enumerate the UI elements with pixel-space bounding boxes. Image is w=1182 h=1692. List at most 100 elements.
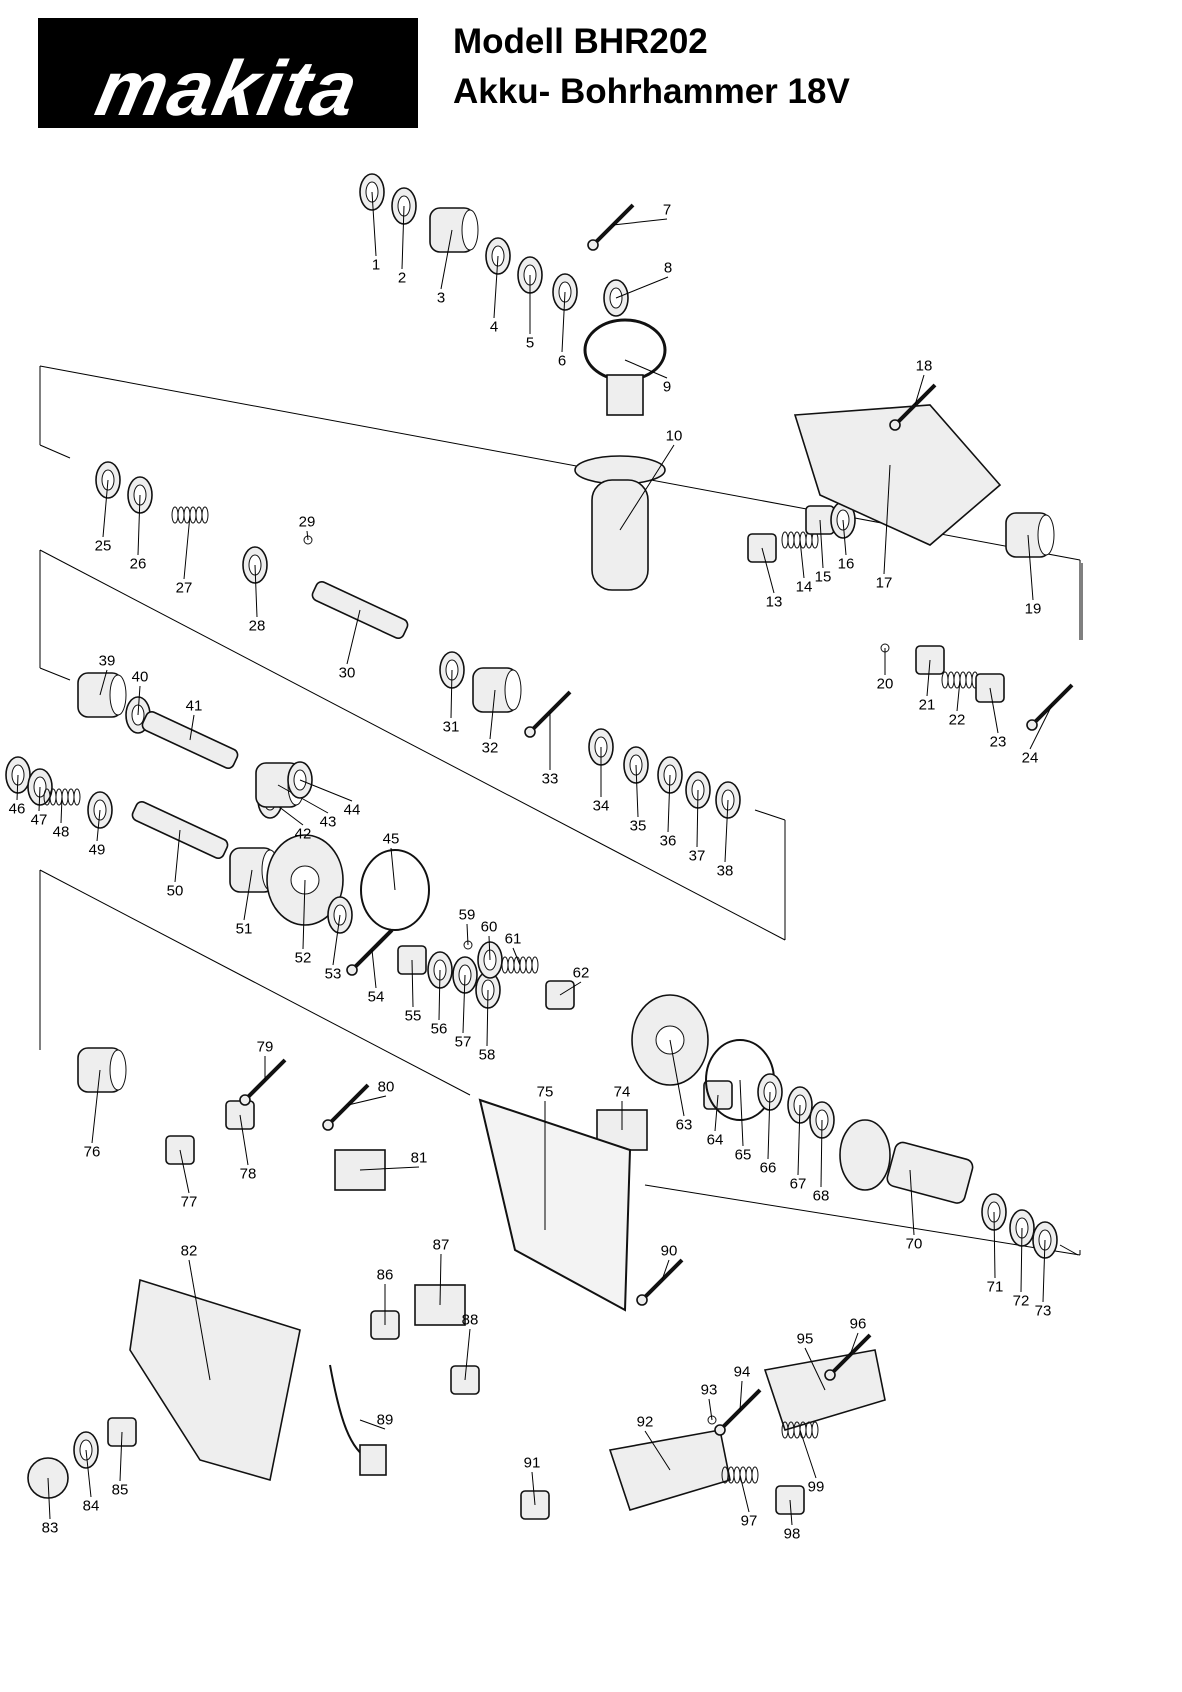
part-number-label: 16 (837, 555, 855, 573)
leader-line (883, 464, 891, 575)
part-90-shape (636, 1294, 648, 1306)
part-number-label: 53 (324, 965, 342, 983)
part-number-label: 96 (849, 1315, 867, 1333)
part-number-label: 30 (338, 664, 356, 682)
part-73 (1032, 1221, 1058, 1303)
part-number-label: 7 (662, 201, 672, 219)
part-66 (757, 1073, 783, 1160)
part-number-label: 20 (876, 675, 894, 693)
part-48-shape (61, 788, 69, 806)
part-number-label: 50 (166, 882, 184, 900)
part-48-shape (67, 788, 75, 806)
part-22-shape (965, 671, 973, 689)
leader-line (696, 789, 699, 848)
leader-line (450, 669, 453, 719)
leader-line (559, 981, 582, 996)
part-29 (303, 530, 313, 545)
part-39-shape (109, 674, 127, 716)
part-71 (981, 1193, 1007, 1279)
part-number-label: 8 (663, 259, 673, 277)
part-48-shape (49, 788, 57, 806)
leader-line (767, 1091, 771, 1160)
part-14-shape (793, 531, 801, 549)
part-39 (77, 669, 127, 718)
leader-line (137, 494, 141, 556)
part-87 (414, 1253, 466, 1326)
leader-line (804, 1347, 826, 1391)
part-45-shape (360, 849, 430, 931)
part-18 (889, 374, 937, 431)
leader-line (60, 796, 63, 824)
part-number-label: 99 (807, 1478, 825, 1496)
leader-line (299, 779, 353, 802)
part-97-shape (745, 1466, 753, 1484)
leader-line (183, 514, 191, 580)
part-number-label: 66 (759, 1159, 777, 1177)
part-84 (73, 1431, 99, 1498)
leader-line (85, 1449, 92, 1498)
part-number-label: 74 (613, 1083, 631, 1101)
part-89 (329, 1364, 387, 1476)
leader-line (799, 539, 805, 579)
part-number-label: 79 (256, 1038, 274, 1056)
part-number-label: 83 (41, 1519, 59, 1537)
part-44 (287, 761, 353, 802)
part-1 (359, 173, 385, 257)
part-34 (588, 728, 614, 797)
part-90 (636, 1258, 684, 1306)
part-number-label: 62 (572, 964, 590, 982)
part-93 (707, 1398, 717, 1425)
part-22 (941, 671, 979, 712)
part-70-shape (886, 1141, 974, 1204)
part-2 (391, 187, 417, 270)
part-number-label: 21 (918, 696, 936, 714)
part-number-label: 86 (376, 1266, 394, 1284)
part-10-shape (591, 479, 649, 591)
leader-line (99, 669, 108, 696)
part-21 (915, 645, 945, 697)
part-82-shape (129, 1278, 301, 1482)
part-72 (1009, 1209, 1035, 1293)
part-76 (77, 1047, 127, 1144)
leader-line (119, 1431, 123, 1482)
leader-line (16, 774, 19, 801)
product-description: Akku- Bohrhammer 18V (453, 72, 850, 111)
part-86 (370, 1284, 400, 1340)
part-97 (721, 1466, 759, 1513)
part-27 (171, 506, 209, 580)
part-19 (1005, 512, 1055, 601)
part-38 (715, 781, 741, 863)
leader-line (371, 949, 377, 989)
part-number-label: 26 (129, 555, 147, 573)
part-number-label: 3 (436, 289, 446, 307)
part-77 (165, 1135, 195, 1194)
part-number-label: 68 (812, 1187, 830, 1205)
part-92 (608, 1429, 731, 1511)
part-14-shape (787, 531, 795, 549)
part-number-label: 94 (733, 1363, 751, 1381)
leader-line (371, 191, 377, 257)
part-62 (545, 980, 582, 1010)
leader-line (619, 444, 675, 531)
part-53 (327, 896, 353, 966)
part-27-shape (195, 506, 203, 524)
section-line (39, 444, 71, 459)
part-number-label: 10 (665, 427, 683, 445)
part-number-label: 47 (30, 811, 48, 829)
part-67 (787, 1086, 813, 1176)
part-number-label: 24 (1021, 749, 1039, 767)
part-number-label: 88 (461, 1311, 479, 1329)
part-number-label: 22 (948, 711, 966, 729)
part-number-label: 38 (716, 862, 734, 880)
leader-line (401, 205, 405, 270)
part-26 (127, 476, 153, 556)
model-title: Modell BHR202 (453, 22, 708, 61)
part-number-label: 6 (557, 352, 567, 370)
part-number-label: 29 (298, 513, 316, 531)
part-63 (631, 994, 709, 1117)
part-9 (583, 318, 668, 416)
part-82 (129, 1259, 301, 1482)
part-number-label: 33 (541, 770, 559, 788)
part-number-label: 42 (294, 825, 312, 843)
leader-line (644, 1430, 671, 1471)
